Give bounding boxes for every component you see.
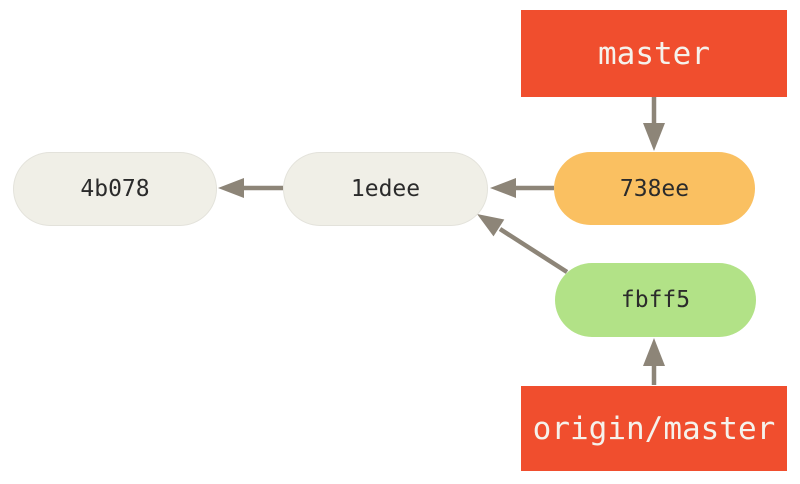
branch-ref-label: master: [598, 35, 710, 72]
edge-origin-master-to-fbff5: [643, 338, 665, 385]
edge-738ee-to-1edee: [490, 178, 554, 198]
arrowhead-left-icon: [218, 178, 244, 198]
commit-node-1edee: 1edee: [283, 152, 488, 226]
commit-node-fbff5: fbff5: [555, 263, 756, 337]
commit-label: fbff5: [620, 287, 691, 313]
arrowhead-up-icon: [643, 338, 665, 366]
edge-fbff5-to-1edee: [477, 214, 569, 274]
arrowhead-left-icon: [490, 178, 516, 198]
arrowhead-down-icon: [643, 123, 665, 151]
edge-master-to-738ee: [643, 97, 665, 151]
commit-label: 4b078: [80, 176, 150, 202]
commit-node-738ee: 738ee: [554, 152, 755, 225]
branch-ref-label: origin/master: [532, 410, 776, 447]
branch-ref-origin-master: origin/master: [521, 386, 787, 471]
arrowhead-upleft-icon: [477, 214, 505, 237]
commit-label: 1edee: [350, 176, 421, 202]
branch-ref-master: master: [521, 10, 787, 97]
commit-node-4b078: 4b078: [13, 152, 217, 226]
commit-label: 738ee: [619, 175, 690, 202]
edge-1edee-to-4b078: [218, 178, 283, 198]
